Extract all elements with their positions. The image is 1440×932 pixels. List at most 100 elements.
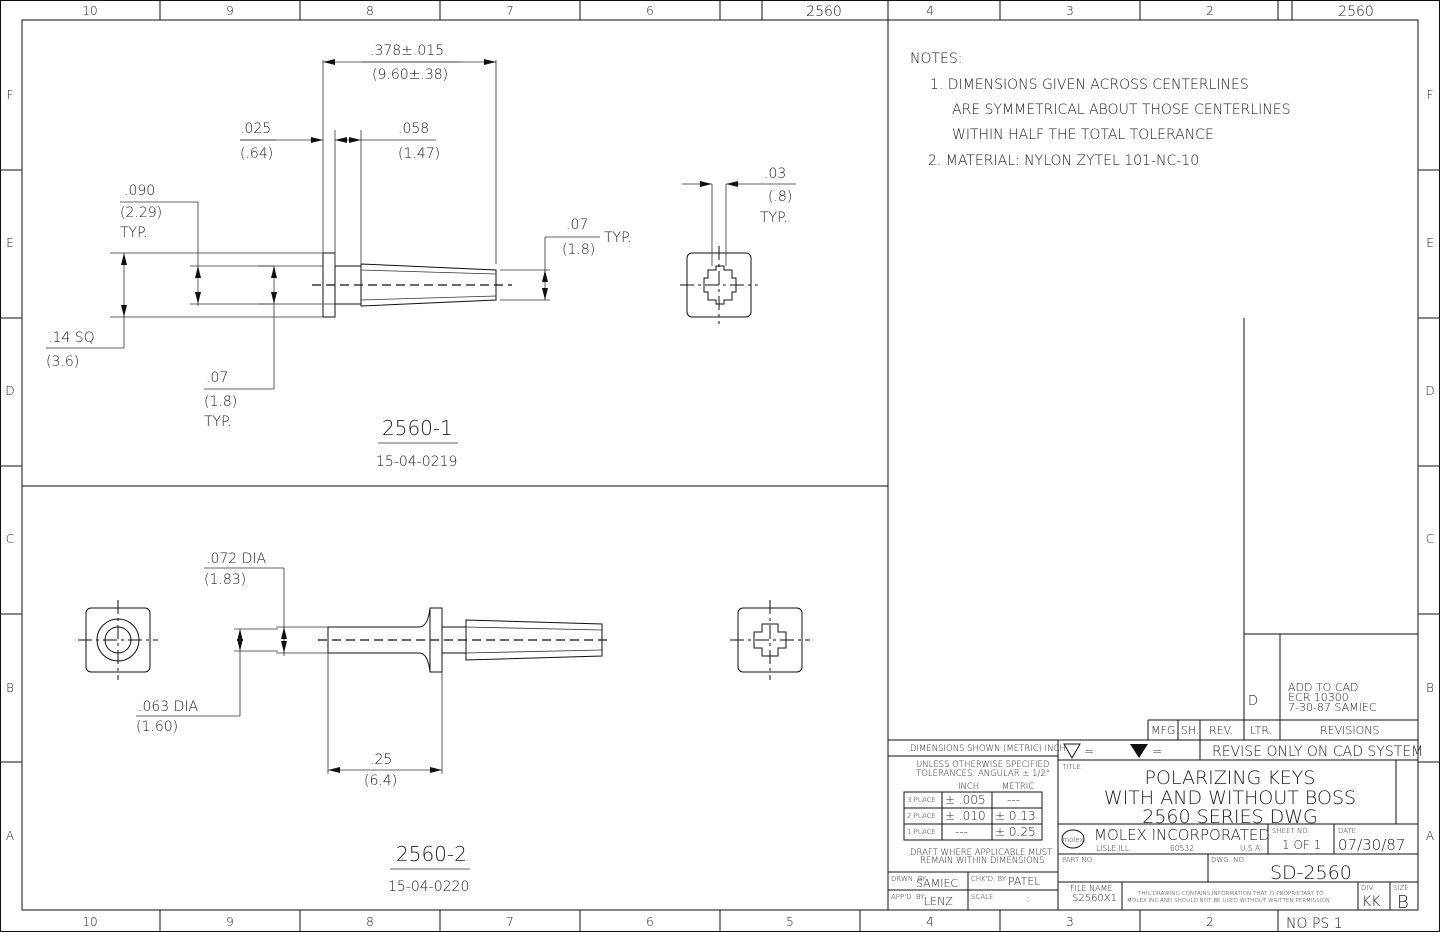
drawing-number: SD-2560 [1270,862,1352,884]
drwn-by: SAMIEC [916,877,958,890]
zone-label: 9 [226,915,234,929]
zone-row-label: F [1427,88,1434,102]
dim-head: .090 [124,183,155,199]
proprietary-notice: MOLEX INC.AND SHOULD NOT BE USED WITHOUT… [1127,898,1332,904]
tol-inch: ± .005 [945,793,986,807]
appd-by: LENZ [924,895,953,908]
view-title: 2560-1 [382,416,453,440]
zone-label: 7 [506,4,514,18]
sheet-label: SHEET NO. [1272,827,1310,835]
zone-label: 6 [646,4,654,18]
molex-logo-text: molex [1062,836,1083,844]
zone-label: 6 [646,915,654,929]
dim-shaft-typ: TYP. [204,414,232,430]
tol-inch: --- [955,825,968,839]
company-name: MOLEX INCORPORATED [1094,826,1270,844]
dim-shaft: .07 [206,370,228,386]
dim-overall-mm: (9.60±.38) [372,67,448,83]
dim-flange-mm: (.64) [240,146,273,162]
symbol-equals: = [1084,744,1094,758]
drwn-label: DRWN. BY [891,875,927,883]
sheet-number: 1 OF 1 [1282,838,1321,852]
dim-head-typ: TYP. [120,225,148,241]
tolerances: TOLERANCES: ANGULAR ± 1/2° [916,769,1050,779]
view-2560-1: .378±.015 (9.60±.38) .025 (.64) .058 (1.… [46,43,796,470]
scale-label: SCALE [971,893,993,901]
zone-row-label: B [1426,681,1434,695]
rev-letter: D [1248,694,1258,709]
zone-row-label: C [6,532,14,546]
dim-overall: .378±.015 [370,43,444,59]
div-label: DIV. [1361,884,1375,892]
zone-row-label: C [1426,532,1434,546]
zone-label: 2 [1206,4,1214,18]
tol-metric-header: METRIC [1002,782,1034,792]
symbol-equals: = [1152,744,1162,758]
rev-header: SH. [1181,724,1200,737]
zone-label: 8 [366,915,374,929]
zone-row-label: A [6,829,14,843]
no-ps-label: NO PS 1 [1286,916,1343,932]
drawing-title: POLARIZING KEYS [1145,767,1316,789]
dim-neck: .058 [398,121,429,137]
tol-row-label: 2 PLACE [907,812,936,820]
dim-len: .25 [370,752,392,768]
revise-notice: REVISE ONLY ON CAD SYSTEM [1212,744,1423,760]
zone-row-label: D [5,384,14,398]
appd-label: APP'D. BY [891,893,925,901]
drawing-date: 07/30/87 [1338,836,1405,854]
revisions-table: D ADD TO CAD ECR 10300 7-30-87 SAMIEC MF… [1147,318,1418,740]
sheet-code-label: 2560 [806,4,842,20]
zone-label: 10 [82,915,97,929]
notes-block: NOTES: 1. DIMENSIONS GIVEN ACROSS CENTER… [910,51,1290,169]
dim-dia1: .072 DIA [206,551,267,567]
zone-row-label: A [1426,829,1434,843]
rev-desc: ECR 10300 [1288,691,1349,704]
zone-label: 4 [926,915,934,929]
note-line: 2. MATERIAL: NYLON ZYTEL 101-NC-10 [928,153,1199,169]
filled-triangle-icon [1130,744,1148,758]
dim-dia2: .063 DIA [138,699,199,715]
zone-label: 10 [82,4,97,18]
tol-inch: ± .010 [945,809,986,823]
division: KK [1362,894,1381,910]
part-no-label: PART NO. [1062,856,1094,864]
rev-header: REV. [1209,724,1233,737]
rev-header: LTR. [1250,724,1272,737]
proprietary-notice: THIS DRAWING CONTAINS INFORMATION THAT I… [1138,891,1324,897]
tol-inch-header: INCH [958,782,979,792]
dim-tip-mm: (1.8) [562,242,595,258]
sheet-size: B [1397,892,1409,913]
dim-slot: .03 [764,166,786,182]
dwg-no-label: DWG. NO. [1211,856,1246,864]
tol-metric: --- [1007,793,1020,807]
tol-metric: ± 0.13 [995,809,1036,823]
rev-header: REVISIONS [1320,724,1379,737]
title-block: DIMENSIONS SHOWN (METRIC) INCH UNLESS OT… [888,739,1423,913]
chkd-label: CHK'D. BY [971,875,1007,883]
zone-label: 3 [1066,915,1074,929]
zone-label: 5 [786,915,794,929]
sheet-code-label: 2560 [1338,4,1374,20]
rev-desc: ADD TO CAD [1288,681,1359,694]
date-label: DATE [1338,827,1356,835]
company-zip: 60532 [1170,844,1194,853]
view-title: 2560-2 [396,842,467,866]
dim-flange: .025 [240,121,271,137]
file-label: FILE NAME [1070,884,1112,893]
zone-row-label: B [6,681,14,695]
file-name: S2560X1 [1072,893,1117,904]
dim-dia2-mm: (1.60) [136,719,178,735]
zone-label: 8 [366,4,374,18]
part-number: 15-04-0220 [388,879,469,895]
scale-value: : [1026,892,1030,905]
dim-slot-mm: (.8) [768,189,792,205]
zone-row-label: F [7,88,14,102]
rev-desc: 7-30-87 SAMIEC [1288,701,1377,714]
dim-tip: .07 [566,217,588,233]
molex-logo [1061,829,1085,849]
zone-label: 7 [506,915,514,929]
tol-row-label: 1 PLACE [907,828,936,836]
dims-shown: DIMENSIONS SHOWN (METRIC) INCH [910,744,1066,754]
